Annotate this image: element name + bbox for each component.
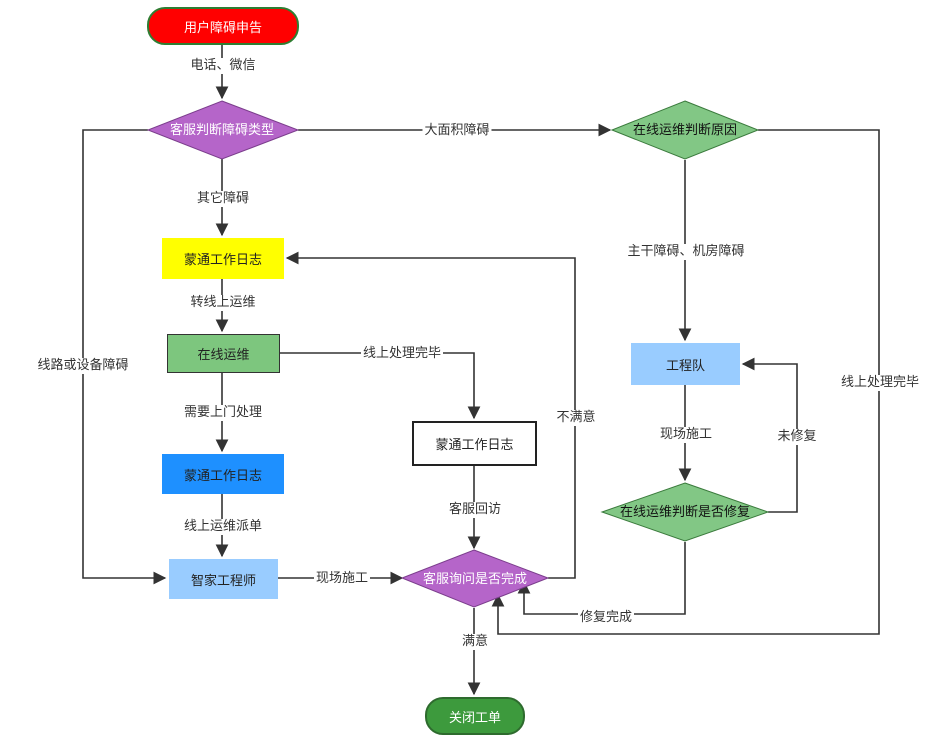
edge-label-need-onsite: 需要上门处理 [181,405,265,421]
edge-label-repair-done: 修复完成 [577,610,635,626]
edge-label-large-area-fault: 大面积障碍 [422,123,492,139]
edge-label-phone-wechat: 电话、微信 [188,58,258,74]
edge-label-line-device-fault: 线路或设备障碍 [35,358,131,374]
cs-ask-done-label: 客服询问是否完成 [423,571,527,587]
close-ticket-node: 关闭工单 [425,697,525,735]
edge-ask-unsatisfied [285,251,576,579]
mengtong-log-2-label: 蒙通工作日志 [183,468,262,484]
smart-engineer-label: 智家工程师 [190,573,256,589]
edge-label-online-done-1: 线上处理完毕 [360,346,444,362]
edge-label-not-fixed: 未修复 [775,429,819,445]
mengtong-log-1-node: 蒙通工作日志 [162,238,284,279]
edge-label-online-done-2: 线上处理完毕 [838,375,922,391]
engineering-team-label: 工程队 [665,358,705,374]
mengtong-log-3-label: 蒙通工作日志 [435,438,514,453]
mengtong-log-2-node: 蒙通工作日志 [162,454,284,494]
online-ops-label: 在线运维 [197,348,250,363]
online-judge-cause-diamond [610,100,760,160]
edge-label-trunk-room-fault: 主干障碍、机房障碍 [625,244,747,260]
mengtong-log-1-label: 蒙通工作日志 [183,253,262,268]
online-ops-node: 在线运维 [167,334,280,373]
edge-label-unsatisfied: 不满意 [554,410,598,426]
start-node-label: 用户障碍申告 [183,20,262,36]
edge-label-onsite-work-2: 现场施工 [657,427,715,443]
edge-label-satisfied: 满意 [459,634,491,650]
close-ticket-label: 关闭工单 [448,710,501,726]
edge-online-to-log3 [280,352,481,420]
edge-label-to-online-ops: 转线上运维 [188,295,258,311]
edge-label-onsite-work-1: 现场施工 [313,571,371,587]
mengtong-log-3-node: 蒙通工作日志 [412,421,537,466]
edge-label-dispatch: 线上运维派单 [181,519,265,535]
edge-label-cs-callback: 客服回访 [446,502,504,518]
edge-label-other-fault: 其它障碍 [194,191,252,207]
online-judge-fixed-diamond [600,482,770,542]
edge-judge-line-device-fault [82,129,167,585]
online-judge-fixed-label: 在线运维判断是否修复 [620,505,750,520]
cs-judge-type-diamond [146,100,300,160]
cs-judge-type-label: 客服判断障碍类型 [170,122,274,138]
engineering-team-node: 工程队 [631,343,740,385]
start-node: 用户障碍申告 [147,7,299,45]
online-judge-cause-label: 在线运维判断原因 [633,123,737,138]
edge-cause-online-done [491,129,880,635]
smart-engineer-node: 智家工程师 [169,559,278,599]
cs-ask-done-diamond [400,549,550,608]
